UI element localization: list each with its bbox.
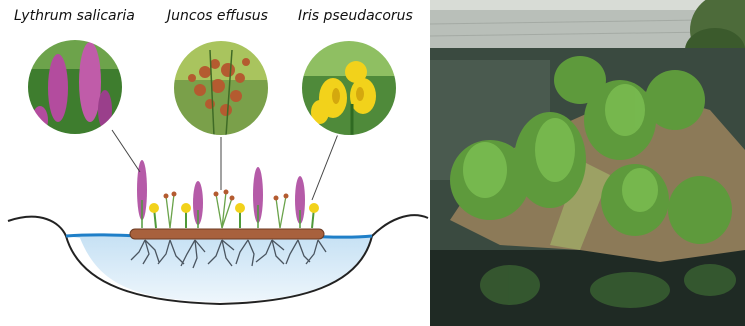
lythrum-photo (27, 39, 123, 135)
floating-wetland-diagram (0, 0, 430, 326)
species-label-iris: Iris pseudacorus (298, 8, 413, 24)
floating-mat (130, 229, 324, 239)
species-label-juncus: Juncos effusus (167, 8, 268, 24)
species-label-lythrum: Lythrum salicaria (14, 8, 135, 24)
iris-photo (301, 40, 397, 136)
floating-wetland-photo (430, 0, 745, 326)
diagram-panel: Lythrum salicaria Juncos effusus Iris ps… (0, 0, 430, 326)
plant-row (137, 160, 319, 228)
photo-image (430, 0, 745, 326)
juncus-photo (173, 40, 269, 136)
